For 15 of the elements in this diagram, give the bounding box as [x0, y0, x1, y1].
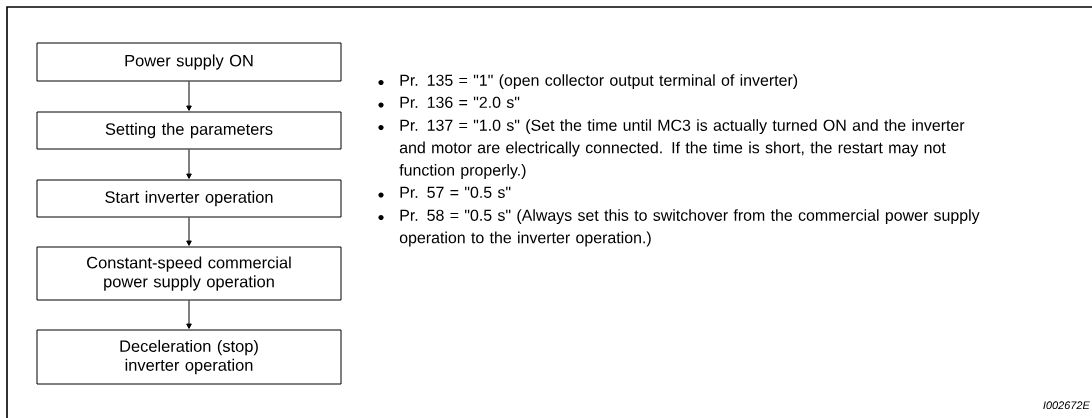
process-box: Constant-speed commercial power supply operation — [36, 246, 342, 301]
bullet-text: Pr. 136 = "2.0 s" — [400, 96, 520, 108]
figure-code: I002672E — [1043, 401, 1090, 410]
arrow — [186, 149, 192, 179]
arrow — [186, 300, 192, 329]
bullet-text: Pr. 57 = "0.5 s" — [400, 186, 511, 198]
arrow — [186, 217, 192, 246]
process-box: Setting the parameters — [36, 111, 342, 150]
process-box: Power supply ON — [36, 42, 342, 82]
bullet-text: Pr. 135 = "1" (open collector output terminal of inverter) — [400, 74, 798, 90]
bullet-text: Pr. 137 = "1.0 s" (Set the time until MC3 is actually turned ON and the inverter and motor are electrically connected. If the time is short, the restart may not function properly.) — [399, 119, 965, 179]
arrow — [186, 81, 192, 111]
bullet-text: Pr. 58 = "0.5 s" (Always set this to switchover from the commercial power supply operation to the inverter operation.) — [399, 209, 980, 247]
process-box: Deceleration (stop) inverter operation — [36, 329, 342, 385]
process-box: Start inverter operation — [36, 179, 342, 218]
